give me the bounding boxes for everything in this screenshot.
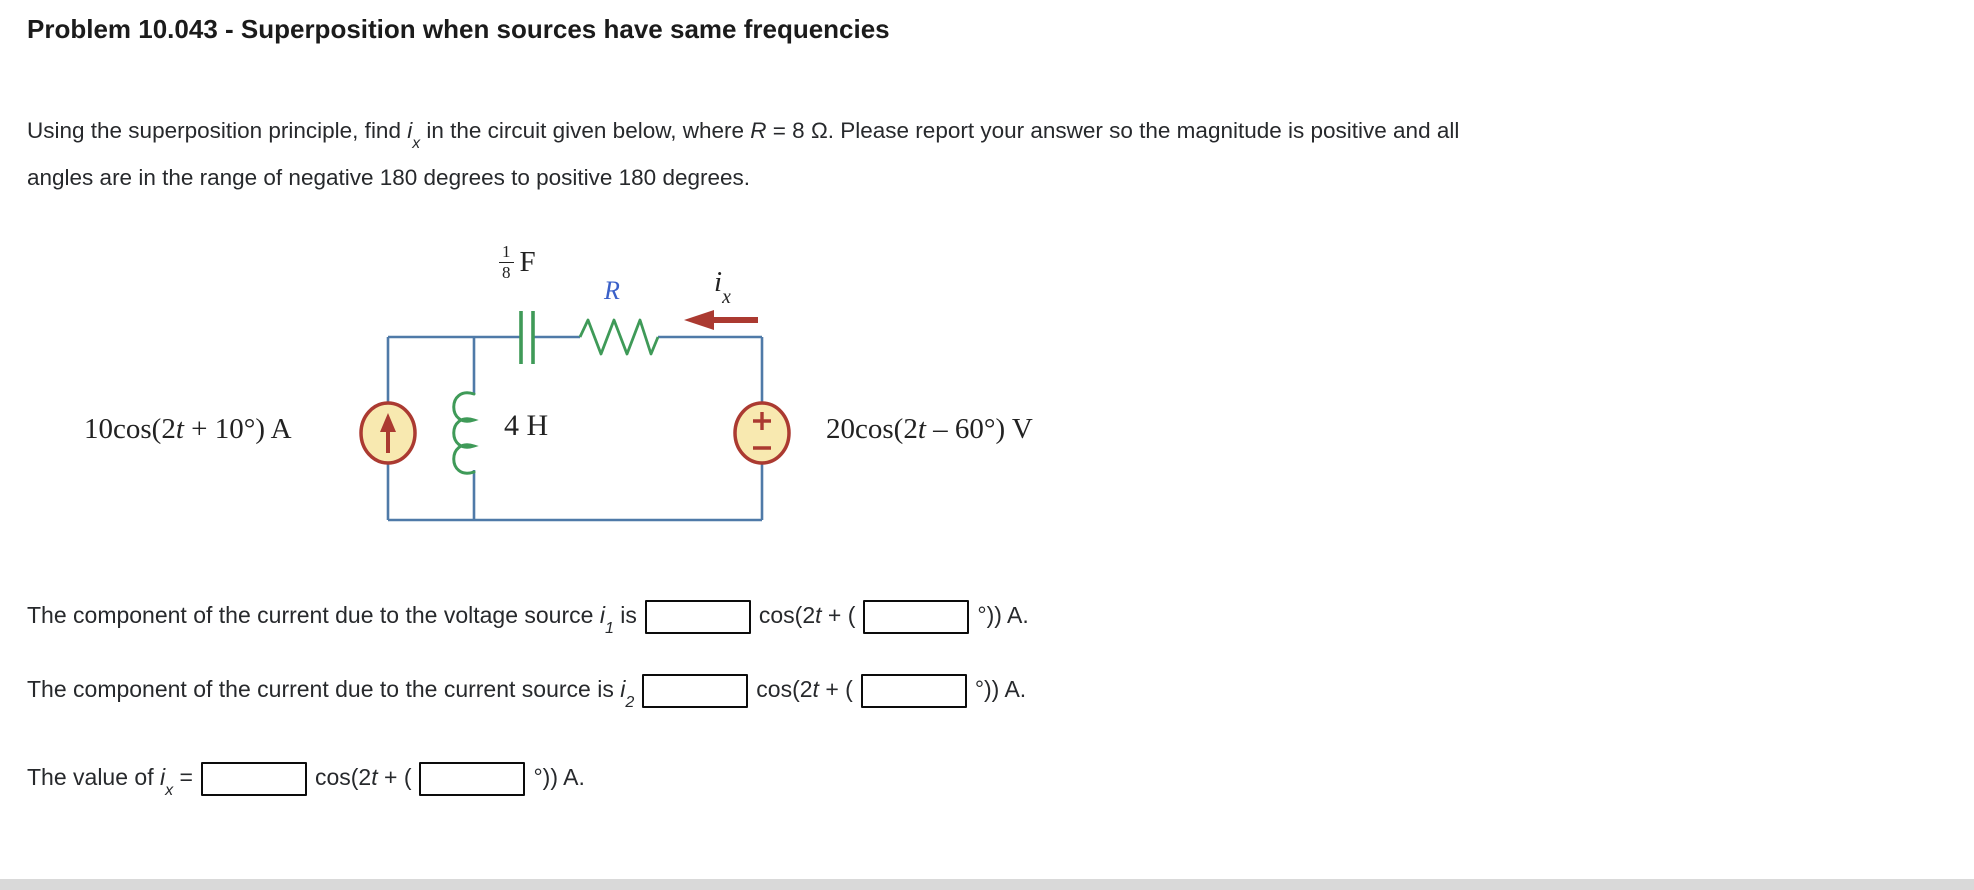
capacitor-unit: F [519,245,536,278]
label-var-t: t [917,413,926,445]
problem-text: = 8 Ω. Please report your answer so the … [27,118,1460,190]
answer-text: + ( [377,764,412,790]
inductor-label: 4 H [504,409,549,442]
answer-text: °)) A. [977,602,1029,628]
answer-var-t: t [371,764,378,790]
i1-subscript: 1 [604,618,614,637]
ix-magnitude-input[interactable] [200,761,307,796]
answer-text: cos(2 [756,676,813,702]
problem-text: in the circuit given below, where [420,118,751,143]
bottom-scroll-edge [0,879,1974,890]
answer-text: The component of the current due to the … [27,602,600,628]
answer-text: °)) A. [533,764,585,790]
page-title: Problem 10.043 - Superposition when sour… [27,14,890,44]
ix-arrow-icon [684,310,714,330]
answer-text: The value of [27,764,160,790]
ix-base: i [714,266,723,298]
resistor-symbol [578,318,660,356]
current-source-label: 10cos(2t + 10°) A [84,413,292,446]
ix-subscript: x [412,134,421,152]
answer-text: cos(2 [314,764,372,790]
label-text: 10cos(2 [84,413,176,445]
answer-var-t: t [815,602,822,628]
answer-text: °)) A. [974,676,1027,702]
voltage-source-symbol [733,401,791,465]
plus-icon [753,412,771,430]
inductor-symbol [452,391,479,475]
i1-magnitude-input[interactable] [644,599,751,634]
answer-text: is [613,602,637,628]
fraction-denominator: 8 [502,262,511,282]
voltage-source-label: 20cos(2t – 60°) V [826,413,1033,446]
fraction-numerator: 1 [499,243,514,263]
answer-row-i2: The component of the current due to the … [27,668,1026,719]
label-text: + 10°) A [183,413,292,445]
problem-statement: Using the superposition principle, find … [27,112,1487,197]
resistor-label: R [604,276,620,305]
r-variable: R [750,118,767,143]
answer-var-t: t [812,676,819,702]
ix-variable: i [159,764,166,790]
answer-text: The component of the current due to the … [27,676,621,702]
problem-text: Using the superposition principle, find [27,118,408,143]
i2-variable: i [620,676,626,702]
answer-row-ix: The value of ix = cos(2t + ( °)) A. [27,756,585,807]
ix-subscript: x [165,780,174,799]
i1-variable: i [599,602,605,628]
ix-phase-input[interactable] [419,761,526,796]
label-var-t: t [175,413,184,445]
answer-text: + ( [818,676,853,702]
answer-text: = [173,764,193,790]
label-text: 20cos(2 [826,413,918,445]
current-arrow-icon [380,413,396,432]
i2-magnitude-input[interactable] [642,673,749,708]
i1-phase-input[interactable] [863,599,970,634]
i2-subscript: 2 [625,692,635,711]
ix-current-label: ix [714,266,731,308]
label-text: – 60°) V [925,413,1033,445]
answer-text: + ( [821,602,856,628]
answer-row-i1: The component of the current due to the … [27,594,1029,645]
ix-variable: i [407,118,413,143]
ix-sub: x [722,285,731,308]
i2-phase-input[interactable] [860,673,967,708]
answer-text: cos(2 [758,602,816,628]
capacitor-symbol [519,311,535,364]
